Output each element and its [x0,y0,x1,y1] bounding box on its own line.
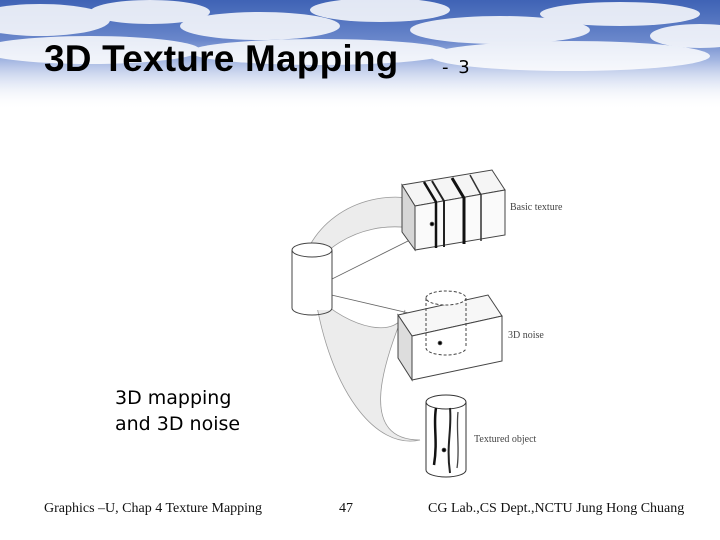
caption-line-1: 3D mapping [115,387,232,409]
figure-caption: 3D mapping and 3D noise [115,385,240,437]
basic-texture-block [401,169,506,252]
label-3d-noise: 3D noise [508,330,544,341]
label-basic-texture: Basic texture [510,202,563,213]
mapping-band-lower [314,293,421,442]
noise-block [397,290,503,382]
footer-author: CG Lab.,CS Dept.,NCTU Jung Hong Chuang [428,501,685,516]
slide-title: 3D Texture Mapping [44,38,399,79]
caption-line-2: and 3D noise [115,413,241,435]
footer-course: Graphics –U, Chap 4 Texture Mapping [44,501,263,516]
texture-mapping-figure: Basic texture 3D noise Textured object [291,169,563,478]
sky-banner [0,0,720,110]
textured-object-cylinder [425,394,467,478]
label-textured-object: Textured object [474,434,537,445]
slide-title-suffix: - 3 [442,57,472,78]
source-cylinder [291,242,333,316]
footer-page-number: 47 [339,501,353,516]
